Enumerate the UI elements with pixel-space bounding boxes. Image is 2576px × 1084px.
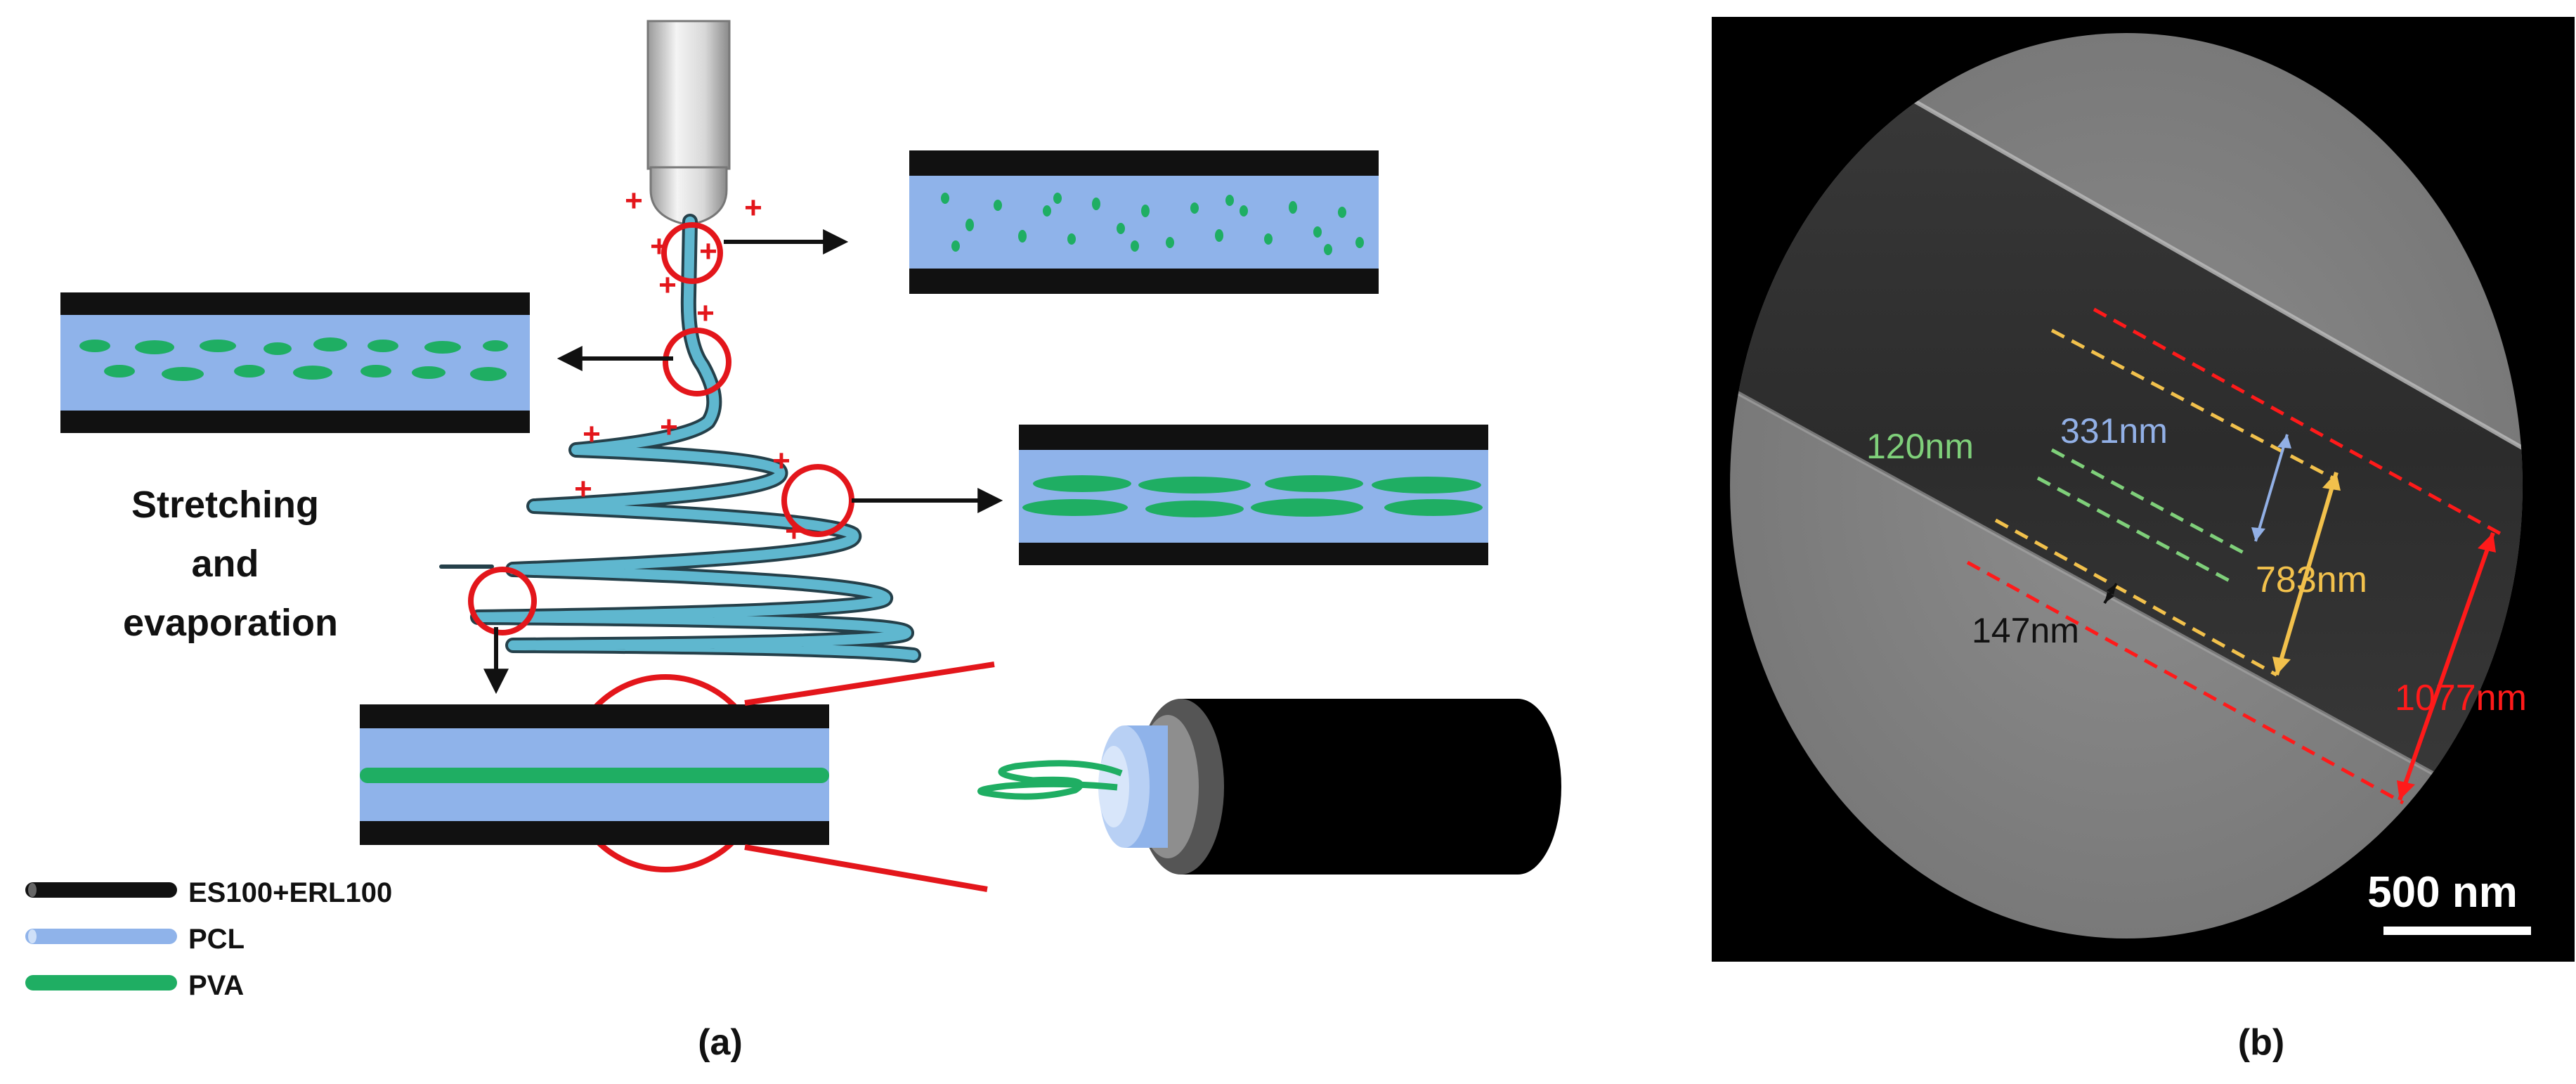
legend-swatch-shell [25,882,177,898]
panel-b: 120nm 331nm 783nm 147nm 1077nm 500 nm (b… [1712,17,2575,1063]
svg-text:+: + [625,183,643,218]
label-inner-core: 120nm [1866,427,1974,466]
legend-label-shell: ES100+ERL100 [188,877,392,908]
fiber-section-2 [60,292,530,433]
charge-signs: + + + + + + + + + + + [574,183,803,548]
svg-text:+: + [583,417,601,451]
fiber-3d [977,699,1561,875]
fiber-section-4 [360,704,829,845]
svg-text:+: + [660,410,678,444]
legend-swatch-pcl [25,929,177,944]
caption-b: (b) [2238,1022,2284,1063]
legend-label-pcl: PCL [188,924,245,955]
fiber-section-1 [909,150,1379,294]
zoom-lines [744,662,995,892]
process-label-line-2: and [191,543,259,585]
caption-a: (a) [698,1022,743,1063]
scale-bar [2383,927,2531,935]
legend-label-pva: PVA [188,970,244,1001]
electrospinning-jet [439,214,921,663]
legend-swatch-pva [25,975,177,991]
process-label-line-3: evaporation [123,602,338,644]
svg-text:+: + [574,472,592,506]
svg-text:+: + [744,191,762,225]
svg-text:+: + [772,444,791,478]
scale-bar-label: 500 nm [2367,868,2518,917]
measurement-lines [1966,307,2503,805]
label-pcl-layer: 331nm [2060,411,2168,451]
process-label: Stretching and evaporation [123,484,338,644]
process-label-line-1: Stretching [131,484,319,526]
tem-fiber [1730,35,2523,865]
measurement-arrows [2103,434,2496,801]
label-middle: 783nm [2256,560,2367,600]
panel-a: + + + + + + + + + + + [25,20,1561,1063]
label-total: 1077nm [2395,678,2527,718]
label-shell-gap: 147nm [1972,611,2079,650]
svg-text:+: + [696,296,715,330]
fiber-section-3 [1019,425,1488,565]
arrows [483,229,1003,695]
spinneret-needle [646,20,731,226]
legend: ES100+ERL100 PCL PVA [25,877,392,1001]
